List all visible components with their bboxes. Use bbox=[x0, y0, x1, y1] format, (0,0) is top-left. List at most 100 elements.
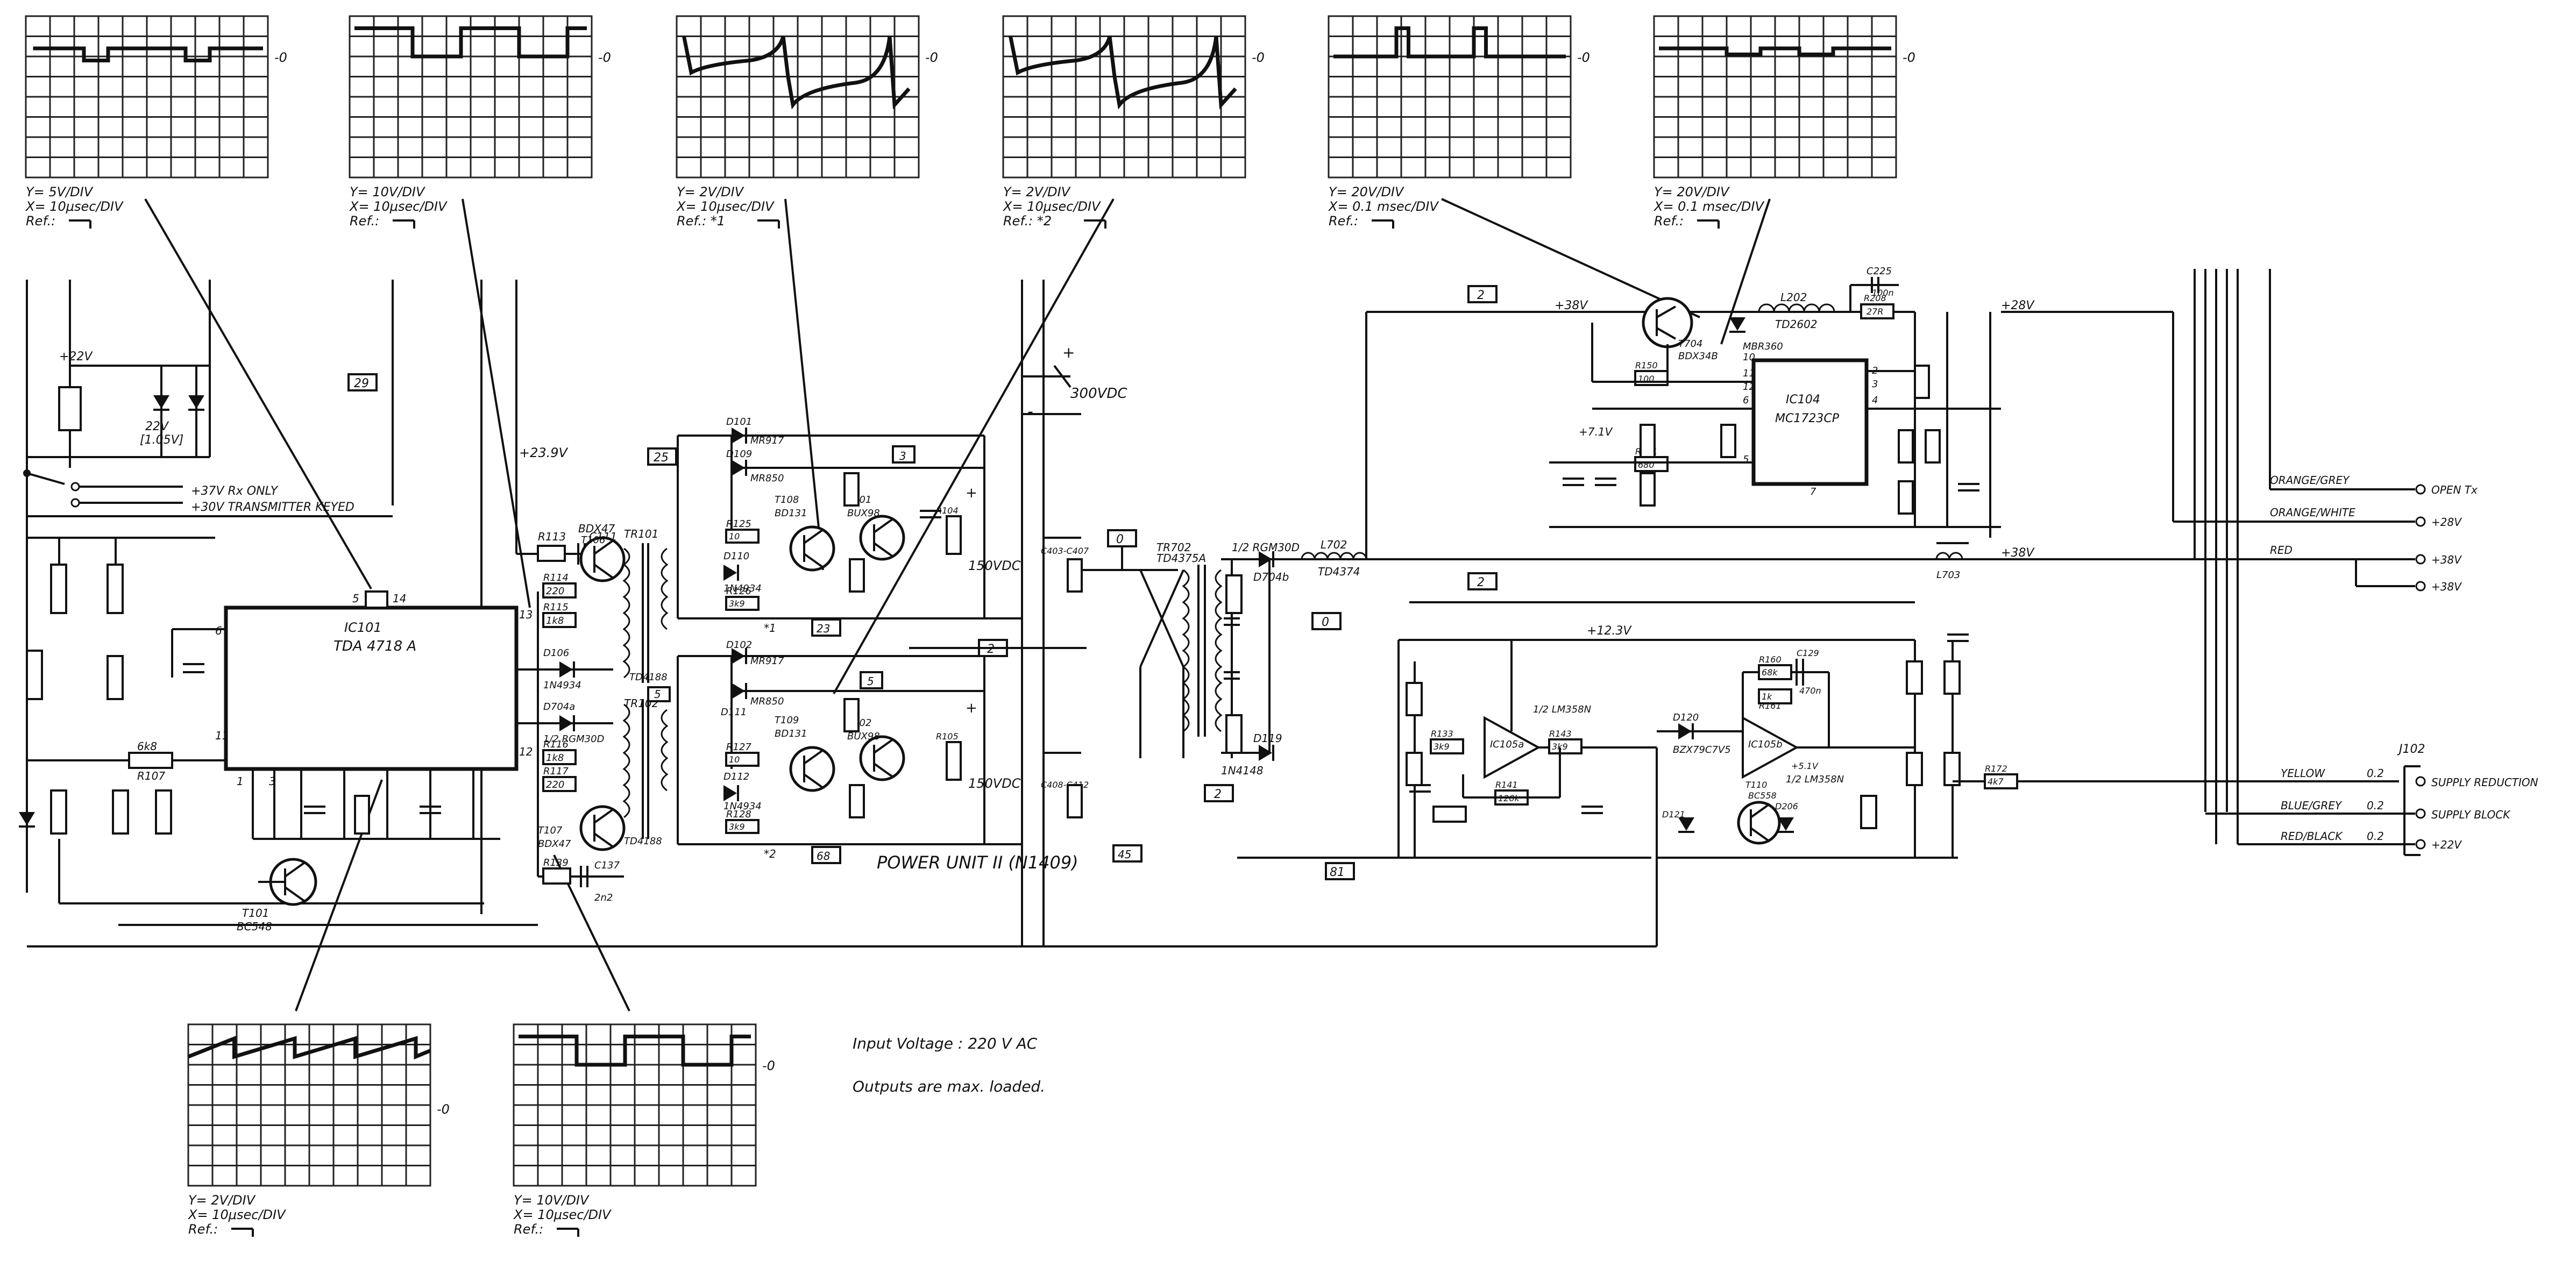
svg-text:MBR360: MBR360 bbox=[1743, 341, 1783, 352]
svg-text:BLUE/GREY: BLUE/GREY bbox=[2281, 799, 2343, 812]
scope-x-scale: X= 10μsec/DIV bbox=[25, 199, 124, 214]
svg-text:150VDC: 150VDC bbox=[968, 558, 1021, 573]
svg-text:BDX47: BDX47 bbox=[578, 522, 615, 535]
svg-text:-: - bbox=[1027, 402, 1033, 421]
svg-text:R126: R126 bbox=[726, 586, 751, 597]
scope-y-scale: Y= 2V/DIV bbox=[1003, 184, 1071, 200]
svg-text:5: 5 bbox=[352, 592, 359, 605]
svg-text:TD4188: TD4188 bbox=[629, 672, 668, 683]
scope-ref: Ref.: bbox=[350, 213, 379, 229]
scope-trace-4 bbox=[1009, 35, 1237, 110]
scope-x-scale: X= 0.1 msec/DIV bbox=[1328, 199, 1439, 214]
scope-y-scale: Y= 2V/DIV bbox=[677, 184, 744, 200]
output-transformer: 0 TR702 TD4375A 1/2 RGM30D D704b D119 1N… bbox=[1081, 529, 1915, 880]
rail-label-37v: +37V Rx ONLY bbox=[191, 485, 279, 498]
svg-text:0: 0 bbox=[1116, 533, 1124, 546]
svg-text:BDX47: BDX47 bbox=[538, 838, 571, 850]
scope-zero-label: -0 bbox=[1252, 50, 1265, 65]
svg-text:2: 2 bbox=[1214, 788, 1222, 801]
svg-text:T110: T110 bbox=[1745, 780, 1767, 790]
svg-text:RED/BLACK: RED/BLACK bbox=[2281, 830, 2343, 843]
svg-text:T107: T107 bbox=[538, 825, 563, 836]
probe-leader-lines bbox=[144, 198, 1771, 1011]
svg-text:45: 45 bbox=[1118, 848, 1131, 861]
svg-text:C129: C129 bbox=[1797, 648, 1819, 658]
svg-text:10: 10 bbox=[729, 754, 740, 765]
svg-text:R141: R141 bbox=[1495, 780, 1518, 790]
svg-text:1/2 LM358N: 1/2 LM358N bbox=[1533, 704, 1591, 715]
svg-text:R116: R116 bbox=[543, 739, 569, 750]
svg-text:C403-C407: C403-C407 bbox=[1041, 546, 1089, 556]
scope-x-scale: X= 10μsec/DIV bbox=[513, 1207, 612, 1222]
svg-text:5: 5 bbox=[654, 688, 661, 701]
left-section: +22V 22V [1.05V] +37V Rx ONLY +30V TRANS… bbox=[19, 280, 1657, 947]
svg-text:1N4934: 1N4934 bbox=[723, 583, 762, 594]
svg-text:1N4148: 1N4148 bbox=[1221, 764, 1264, 777]
note-outputs-loaded: Outputs are max. loaded. bbox=[853, 1078, 1045, 1095]
scope-zero-label: -0 bbox=[598, 50, 611, 65]
svg-text:TD2602: TD2602 bbox=[1775, 318, 1818, 331]
svg-text:C137: C137 bbox=[594, 860, 620, 871]
svg-text:5: 5 bbox=[867, 675, 874, 688]
svg-text:D102: D102 bbox=[726, 639, 752, 651]
svg-text:12: 12 bbox=[1743, 381, 1755, 393]
svg-text:1/2 RGM30D: 1/2 RGM30D bbox=[1232, 541, 1300, 554]
svg-text:13: 13 bbox=[519, 608, 533, 621]
svg-text:+22V: +22V bbox=[2431, 838, 2462, 851]
svg-text:MR850: MR850 bbox=[750, 696, 784, 707]
svg-text:MR917: MR917 bbox=[750, 435, 784, 446]
svg-text:J102: J102 bbox=[2397, 743, 2425, 756]
scope-x-scale: X= 10μsec/DIV bbox=[676, 199, 775, 214]
svg-text:R107: R107 bbox=[137, 770, 165, 782]
svg-text:+28V: +28V bbox=[2431, 516, 2462, 529]
op-amp-section: +38V L703 +12.3V IC105a 1/2 LM358N R133 … bbox=[1397, 542, 2399, 946]
svg-text:23: 23 bbox=[817, 622, 830, 635]
svg-text:68k: 68k bbox=[1762, 667, 1778, 678]
scope-x-scale: X= 10μsec/DIV bbox=[349, 199, 448, 214]
rail-label-300vdc: 300VDC bbox=[1070, 386, 1127, 402]
svg-text:[1.05V]: [1.05V] bbox=[140, 433, 183, 447]
svg-text:11: 11 bbox=[1743, 368, 1755, 379]
svg-text:+7.1V: +7.1V bbox=[1579, 425, 1613, 438]
driver-stage: R113 C111 +23.9V BDX47 T106 T107 BDX47 R… bbox=[516, 445, 671, 903]
svg-text:ORANGE/GREY: ORANGE/GREY bbox=[2270, 474, 2350, 487]
svg-text:+: + bbox=[966, 485, 977, 501]
scope-ref: Ref.: bbox=[1329, 213, 1358, 229]
regulator-28v: 2 +38V +28V T704 BDX34B MBR360 L202 TD26… bbox=[1365, 266, 2035, 559]
svg-text:BD131: BD131 bbox=[775, 508, 807, 519]
ic101 bbox=[224, 605, 519, 771]
svg-text:+28V: +28V bbox=[2001, 299, 2035, 312]
svg-text:D120: D120 bbox=[1673, 712, 1699, 723]
svg-text:T704: T704 bbox=[1678, 338, 1702, 350]
svg-text:BZX79C7V5: BZX79C7V5 bbox=[1673, 744, 1731, 756]
svg-text:IC104: IC104 bbox=[1786, 393, 1820, 407]
svg-text:TD4375A: TD4375A bbox=[1156, 552, 1206, 565]
svg-text:BDX34B: BDX34B bbox=[1678, 351, 1718, 362]
svg-text:3: 3 bbox=[899, 450, 906, 462]
svg-text:BUX98: BUX98 bbox=[847, 731, 880, 742]
svg-text:220: 220 bbox=[546, 586, 564, 597]
svg-text:1/2 LM358N: 1/2 LM358N bbox=[1786, 774, 1844, 785]
svg-text:5: 5 bbox=[1743, 454, 1749, 465]
scope-x-scale: X= 10μsec/DIV bbox=[187, 1207, 286, 1222]
svg-text:68: 68 bbox=[817, 850, 830, 863]
svg-text:1N4934: 1N4934 bbox=[723, 801, 762, 812]
ic104 bbox=[1751, 358, 1869, 486]
rail-label-23-9v: +23.9V bbox=[519, 445, 569, 460]
svg-text:T108: T108 bbox=[775, 494, 799, 505]
svg-text:10: 10 bbox=[729, 531, 740, 542]
svg-text:2: 2 bbox=[1477, 289, 1485, 302]
svg-text:R160: R160 bbox=[1759, 654, 1782, 665]
scope-y-scale: Y= 2V/DIV bbox=[188, 1193, 256, 1208]
svg-text:R117: R117 bbox=[543, 766, 569, 777]
svg-text:R172: R172 bbox=[1985, 764, 2007, 774]
svg-text:3k9: 3k9 bbox=[1434, 742, 1450, 752]
svg-text:BC558: BC558 bbox=[1748, 790, 1777, 801]
